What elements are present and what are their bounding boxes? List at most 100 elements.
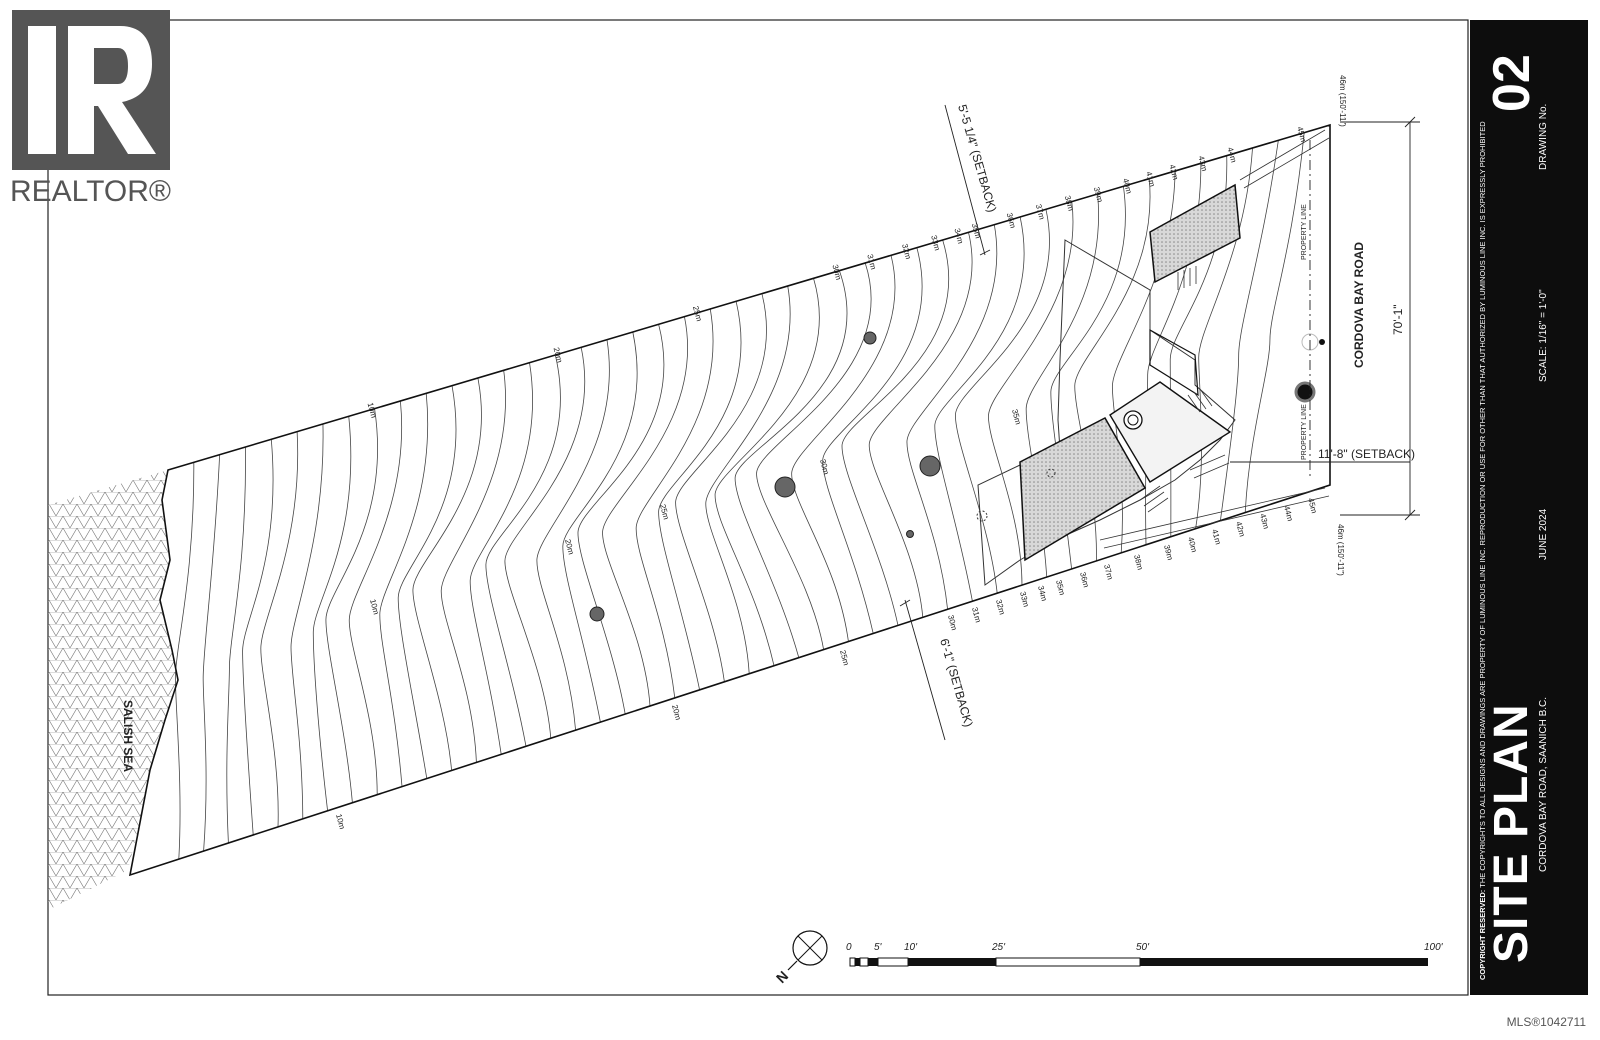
contour-line	[658, 301, 742, 690]
elevation-label-bottom: 38m	[1132, 554, 1145, 572]
drawing-number-label: DRAWING No.	[1538, 103, 1549, 170]
contour-line	[577, 324, 665, 715]
elevation-label-interior: 10m	[368, 598, 381, 616]
contour-line	[440, 370, 506, 763]
contour-line	[705, 285, 791, 674]
elevation-label-bottom: 37m	[1102, 563, 1115, 581]
drawing-number: 02	[1483, 54, 1541, 112]
contour-line	[791, 255, 896, 642]
elevation-label-interior: 25m	[658, 503, 671, 521]
contour-line	[379, 393, 428, 787]
property-boundary	[128, 123, 1331, 877]
elevation-label-bottom: 10m	[334, 813, 347, 831]
drawing-date: JUNE 2024	[1538, 508, 1549, 560]
scale-tick-label: 25'	[991, 942, 1006, 953]
elevation-label-top: 25m	[691, 305, 704, 323]
scale-tick-label: 50'	[1136, 942, 1150, 953]
contour-line	[734, 270, 848, 658]
elevation-label-bottom: 44m	[1282, 505, 1295, 523]
elevation-label-top: 42m	[1167, 163, 1180, 181]
realtor-logo: REALTOR®	[10, 8, 180, 208]
elevation-label-top: 38m	[1063, 195, 1076, 213]
scale-tick-label: 100'	[1424, 942, 1444, 953]
elevation-label-bottom: 36m	[1078, 571, 1091, 589]
elevation-label-bottom: 33m	[1018, 591, 1031, 609]
sheet-border	[47, 19, 1469, 996]
elevation-label-top: 41m	[1144, 170, 1157, 188]
drawing-scale: SCALE: 1/16" = 1'-0"	[1538, 289, 1549, 382]
bottom-setback-dim: 6'-1" (SETBACK)	[937, 637, 976, 729]
elevation-label-bottom: 45m	[1306, 497, 1319, 515]
title-block: COPYRIGHT RESERVED: THE COPYRIGHTS TO AL…	[1470, 20, 1588, 995]
contour-line	[934, 216, 1025, 602]
contour-line	[868, 232, 973, 618]
frontage-dim: 70'-1"	[1391, 304, 1405, 335]
elevation-label-top: 35m	[970, 222, 983, 240]
elevation-label-top: 36m	[1005, 212, 1018, 230]
elevation-label-bottom: 43m	[1258, 513, 1271, 531]
contour-line	[841, 239, 950, 626]
elevation-label-bottom: 31m	[970, 606, 983, 624]
contour-line	[1244, 132, 1305, 513]
contour-line	[290, 423, 324, 819]
contour-line	[635, 308, 714, 698]
contour-line	[602, 316, 688, 707]
side-setback-dim: 11'-8" (SETBACK)	[1318, 447, 1415, 461]
realtor-wordmark: REALTOR®	[10, 175, 171, 208]
elevation-label-top: 30m	[830, 264, 843, 282]
elevation-label-bottom: 25m	[838, 649, 851, 667]
elevation-label-interior: 30m	[818, 458, 831, 476]
contour-line	[906, 224, 998, 610]
contour-line	[202, 454, 221, 852]
trees	[589, 331, 941, 622]
water-label: SALISH SEA	[121, 700, 135, 772]
elevation-label-top: 44m	[1225, 146, 1238, 164]
contour-line	[485, 354, 561, 747]
contour-line	[988, 201, 1074, 586]
project-address: CORDOVA BAY ROAD, SAANICH B.C.	[1538, 696, 1549, 872]
contour-line	[1220, 140, 1279, 521]
contour-line	[325, 408, 378, 803]
utility-marker	[1294, 381, 1316, 403]
contour-line	[397, 385, 457, 779]
north-arrow: N	[773, 930, 828, 986]
contour-line	[469, 362, 533, 755]
elevation-labels: 10m 20m 25m 30m 31m 32m 33m 34m 35m 36m 37m 38m 39m 4…	[334, 126, 1319, 831]
elevation-label-bottom: 30m	[946, 614, 959, 632]
contour-line	[242, 439, 274, 835]
building-footprint	[976, 129, 1330, 586]
bottom-depth-dim: 46m (150'-11")	[1336, 524, 1345, 576]
property-line-label: PROPERTY LINE	[1301, 204, 1308, 260]
contour-line	[675, 293, 767, 682]
top-depth-dim: 46m (150'-11")	[1338, 75, 1347, 127]
contour-line	[226, 446, 246, 844]
elevation-label-top: 45m	[1295, 126, 1308, 144]
elevation-label-top: 31m	[865, 253, 878, 271]
contour-line	[822, 247, 923, 634]
scale-bar: 0 5' 10' 25' 50' 100'	[846, 942, 1444, 967]
elevation-label-bottom: 20m	[670, 704, 683, 722]
scale-tick-label: 10'	[904, 942, 918, 953]
elevation-label-bottom: 40m	[1186, 536, 1199, 554]
scale-tick-label: 5'	[874, 942, 883, 953]
elevation-label-top: 32m	[900, 243, 913, 261]
road-label: CORDOVA BAY ROAD	[1352, 242, 1366, 368]
contour-lines	[174, 132, 1305, 860]
contour-line	[562, 331, 638, 723]
contour-line	[714, 278, 820, 666]
scale-tick-label: 0	[846, 942, 852, 953]
elevation-label-bottom: 32m	[994, 598, 1007, 616]
elevation-label-top: 20m	[552, 346, 565, 364]
contour-line	[955, 209, 1050, 594]
elevation-label-bottom: 41m	[1210, 528, 1223, 546]
elevation-label-bottom: 34m	[1036, 585, 1049, 603]
contour-line	[174, 462, 195, 860]
property-line-label: PROPERTY LINE	[1301, 404, 1308, 460]
contour-line	[260, 431, 299, 827]
contour-line	[536, 339, 610, 731]
elevation-label-bottom: 42m	[1234, 520, 1247, 538]
top-setback-dim: 5'-5 1/4" (SETBACK)	[955, 103, 999, 214]
elevation-label-bottom: 39m	[1162, 544, 1175, 562]
